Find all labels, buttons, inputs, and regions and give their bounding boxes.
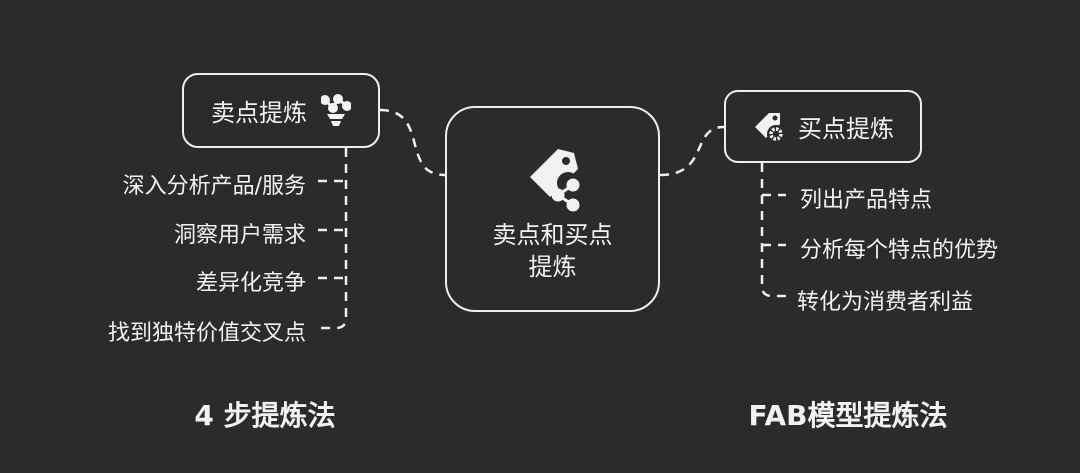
left-node-title: 卖点提炼 bbox=[211, 99, 307, 127]
tag-share-icon bbox=[529, 149, 579, 212]
left-item: 差异化竞争 bbox=[195, 271, 306, 296]
right-caption: FAB模型提炼法 bbox=[748, 399, 948, 432]
tag-gear-icon bbox=[755, 112, 785, 143]
center-title-line1: 卖点和买点 bbox=[492, 221, 613, 249]
right-item: 列出产品特点 bbox=[800, 188, 933, 213]
left-item: 洞察用户需求 bbox=[173, 223, 306, 248]
left-tree-line bbox=[315, 148, 348, 330]
center-title-line2: 提炼 bbox=[528, 253, 577, 281]
funnel-nodes-icon bbox=[321, 93, 351, 126]
right-item: 转化为消费者利益 bbox=[797, 290, 974, 315]
left-item: 深入分析产品/服务 bbox=[122, 174, 306, 199]
left-node[interactable]: 卖点提炼 bbox=[182, 73, 380, 148]
left-caption: 4 步提炼法 bbox=[194, 399, 336, 432]
right-item: 分析每个特点的优势 bbox=[800, 238, 999, 263]
center-node[interactable]: 卖点和买点 提炼 bbox=[445, 106, 660, 312]
right-node-title: 买点提炼 bbox=[798, 115, 894, 143]
connector-right bbox=[659, 125, 725, 177]
connector-left bbox=[379, 108, 446, 177]
right-tree-line bbox=[760, 163, 786, 298]
right-node[interactable]: 买点提炼 bbox=[724, 90, 922, 163]
left-item: 找到独特价值交叉点 bbox=[107, 321, 306, 346]
